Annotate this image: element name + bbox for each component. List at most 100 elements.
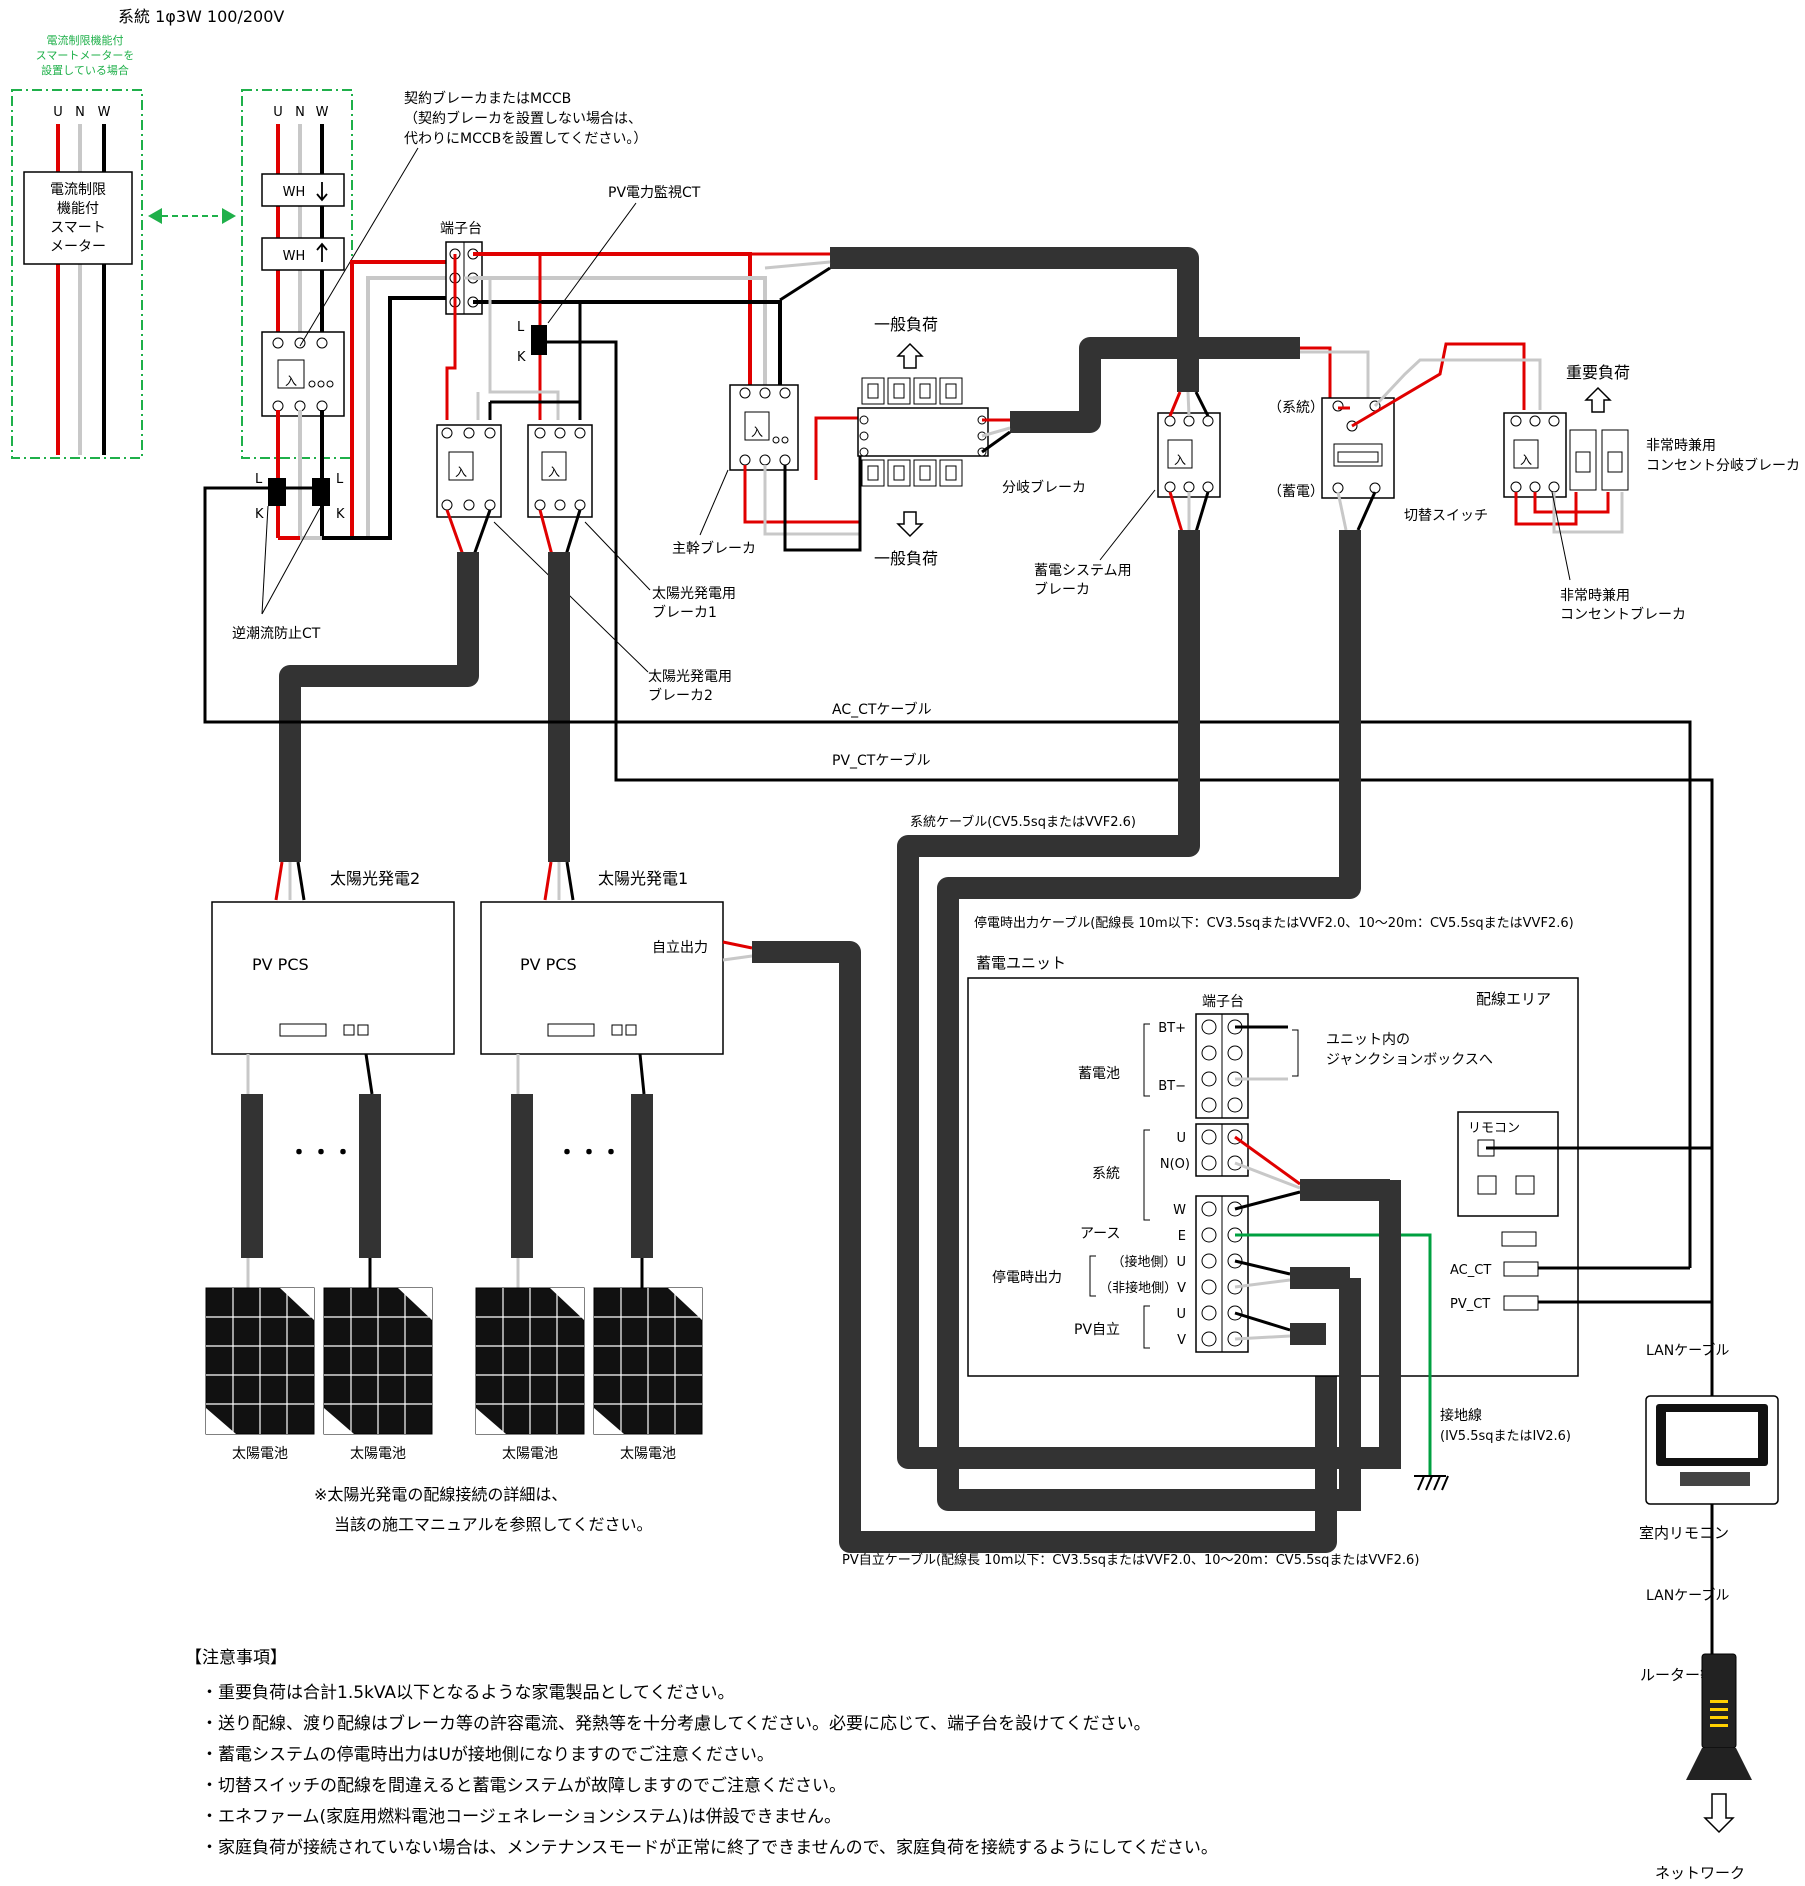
pv-monitor-ct	[531, 325, 547, 355]
svg-text:リモコン: リモコン	[1468, 1121, 1520, 1136]
svg-text:（非接地側）V: （非接地側）V	[1099, 1280, 1186, 1296]
svg-text:分岐ブレーカ: 分岐ブレーカ	[1002, 479, 1086, 496]
svg-text:PV電力監視CT: PV電力監視CT	[608, 184, 701, 201]
svg-text:太陽電池: 太陽電池	[502, 1446, 558, 1462]
note-item: ・家庭負荷が接続されていない場合は、メンテナンスモードが正常に終了できませんので…	[201, 1838, 1218, 1858]
note-item: ・重要負荷は合計1.5kVA以下となるような家電製品としてください。	[201, 1683, 735, 1703]
smart-meter-box	[23, 171, 133, 265]
svg-text:系統ケーブル(CV5.5sqまたはVVF2.6): 系統ケーブル(CV5.5sqまたはVVF2.6)	[910, 814, 1136, 830]
ground-symbol	[1414, 1475, 1449, 1491]
svg-text:電流制限: 電流制限	[50, 182, 106, 198]
svg-text:ネットワーク: ネットワーク	[1655, 1864, 1745, 1882]
main-breaker: 入	[729, 384, 799, 471]
sm-term-w: W	[98, 105, 111, 120]
svg-text:一般負荷: 一般負荷	[874, 549, 938, 568]
smart-meter-note-2: スマートメーターを	[36, 49, 135, 62]
svg-text:室内リモコン: 室内リモコン	[1639, 1524, 1729, 1542]
svg-text:K: K	[336, 507, 345, 522]
svg-text:U: U	[1176, 1307, 1186, 1322]
battery-system-breaker: 入	[1157, 412, 1221, 498]
svg-text:※太陽光発電の配線接続の詳細は、: ※太陽光発電の配線接続の詳細は、	[314, 1485, 567, 1504]
svg-text:N(O): N(O)	[1160, 1157, 1190, 1172]
reverse-flow-ct-1	[268, 478, 286, 506]
solar-panel-1	[205, 1287, 315, 1435]
svg-text:主幹ブレーカ: 主幹ブレーカ	[672, 540, 756, 557]
svg-text:非常時兼用: 非常時兼用	[1646, 438, 1716, 454]
pv-pcs-1: PV PCS 自立出力	[480, 901, 724, 1055]
svg-text:太陽電池: 太陽電池	[232, 1446, 288, 1462]
svg-text:ブレーカ: ブレーカ	[1034, 581, 1090, 598]
svg-text:配線エリア: 配線エリア	[1476, 990, 1551, 1008]
note-item: ・蓄電システムの停電時出力はUが接地側になりますのでご注意ください。	[201, 1745, 774, 1765]
storage-remote-connector: リモコン	[1457, 1111, 1559, 1311]
svg-text:端子台: 端子台	[440, 221, 482, 237]
svg-text:BT−: BT−	[1158, 1079, 1186, 1094]
svg-text:(IV5.5sqまたはIV2.6): (IV5.5sqまたはIV2.6)	[1440, 1429, 1571, 1444]
svg-text:ジャンクションボックスへ: ジャンクションボックスへ	[1326, 1052, 1493, 1068]
svg-text:ユニット内の: ユニット内の	[1326, 1032, 1410, 1048]
svg-text:当該の施工マニュアルを参照してください。: 当該の施工マニュアルを参照してください。	[334, 1515, 653, 1534]
system-title: 系統 1φ3W 100/200V	[118, 7, 284, 26]
sm-term-n: N	[75, 105, 85, 120]
svg-text:契約ブレーカまたはMCCB: 契約ブレーカまたはMCCB	[404, 90, 571, 107]
notes-heading: 【注意事項】	[185, 1648, 287, 1668]
svg-text:太陽光発電1: 太陽光発電1	[598, 869, 688, 888]
svg-text:接地線: 接地線	[1440, 1407, 1482, 1424]
svg-text:太陽電池: 太陽電池	[350, 1446, 406, 1462]
sm-term-u: U	[53, 105, 63, 120]
svg-text:アース: アース	[1080, 1226, 1120, 1242]
svg-text:逆潮流防止CT: 逆潮流防止CT	[232, 626, 321, 642]
svg-text:K: K	[255, 507, 264, 522]
svg-text:AC_CTケーブル: AC_CTケーブル	[832, 701, 932, 718]
svg-text:N: N	[295, 105, 305, 120]
svg-text:蓄電池: 蓄電池	[1078, 1066, 1120, 1082]
svg-text:LANケーブル: LANケーブル	[1646, 1342, 1729, 1359]
svg-text:ルーター等: ルーター等	[1640, 1666, 1715, 1684]
svg-text:非常時兼用: 非常時兼用	[1560, 588, 1630, 604]
svg-text:L: L	[517, 320, 525, 335]
svg-text:太陽光発電2: 太陽光発電2	[330, 869, 420, 888]
smart-meter-note-1: 電流制限機能付	[47, 33, 124, 47]
svg-text:PV PCS: PV PCS	[252, 955, 309, 974]
branch-breaker	[857, 377, 989, 487]
svg-text:U: U	[273, 105, 283, 120]
svg-text:入: 入	[548, 465, 560, 479]
svg-text:WH: WH	[283, 249, 306, 264]
svg-text:ブレーカ1: ブレーカ1	[652, 604, 717, 621]
smart-meter-note-3: 設置している場合	[41, 63, 129, 77]
svg-text:（蓄電）: （蓄電）	[1268, 484, 1324, 500]
svg-text:入: 入	[285, 374, 297, 388]
outage-output-cable	[937, 530, 1361, 1511]
svg-text:PV自立: PV自立	[1074, 1322, 1120, 1338]
svg-text:切替スイッチ: 切替スイッチ	[1404, 508, 1488, 524]
svg-text:太陽電池: 太陽電池	[620, 1446, 676, 1462]
svg-text:W: W	[1173, 1203, 1186, 1218]
svg-text:V: V	[1177, 1333, 1186, 1348]
emergency-branch-breaker: 入	[1503, 412, 1629, 498]
indoor-remote	[1645, 1395, 1779, 1505]
svg-text:太陽光発電用: 太陽光発電用	[648, 669, 732, 685]
solar-panel-2	[323, 1287, 433, 1435]
grid-cable	[897, 530, 1200, 1469]
svg-text:自立出力: 自立出力	[652, 940, 708, 956]
svg-text:端子台: 端子台	[1202, 994, 1244, 1010]
contract-panel-group: U N W WH WH 入	[241, 89, 353, 459]
svg-text:コンセントブレーカ: コンセントブレーカ	[1560, 606, 1686, 623]
pv-breaker-2: 入	[436, 424, 502, 518]
svg-text:停電時出力: 停電時出力	[992, 1269, 1062, 1286]
svg-text:K: K	[517, 350, 526, 365]
svg-text:（契約ブレーカを設置しない場合は、: （契約ブレーカを設置しない場合は、	[404, 110, 642, 127]
svg-text:入: 入	[455, 465, 467, 479]
transfer-switch	[1321, 397, 1395, 499]
svg-text:入: 入	[1174, 453, 1186, 467]
smart-meter-frame	[11, 89, 143, 459]
svg-text:E: E	[1178, 1229, 1186, 1244]
svg-text:PV_CT: PV_CT	[1450, 1297, 1490, 1312]
svg-text:入: 入	[1520, 453, 1532, 467]
wh-meter-2	[261, 237, 345, 271]
svg-text:AC_CT: AC_CT	[1450, 1263, 1491, 1278]
svg-text:・・・: ・・・	[288, 1141, 354, 1166]
svg-text:一般負荷: 一般負荷	[874, 315, 938, 334]
svg-text:入: 入	[751, 425, 763, 439]
svg-text:L: L	[336, 472, 344, 487]
